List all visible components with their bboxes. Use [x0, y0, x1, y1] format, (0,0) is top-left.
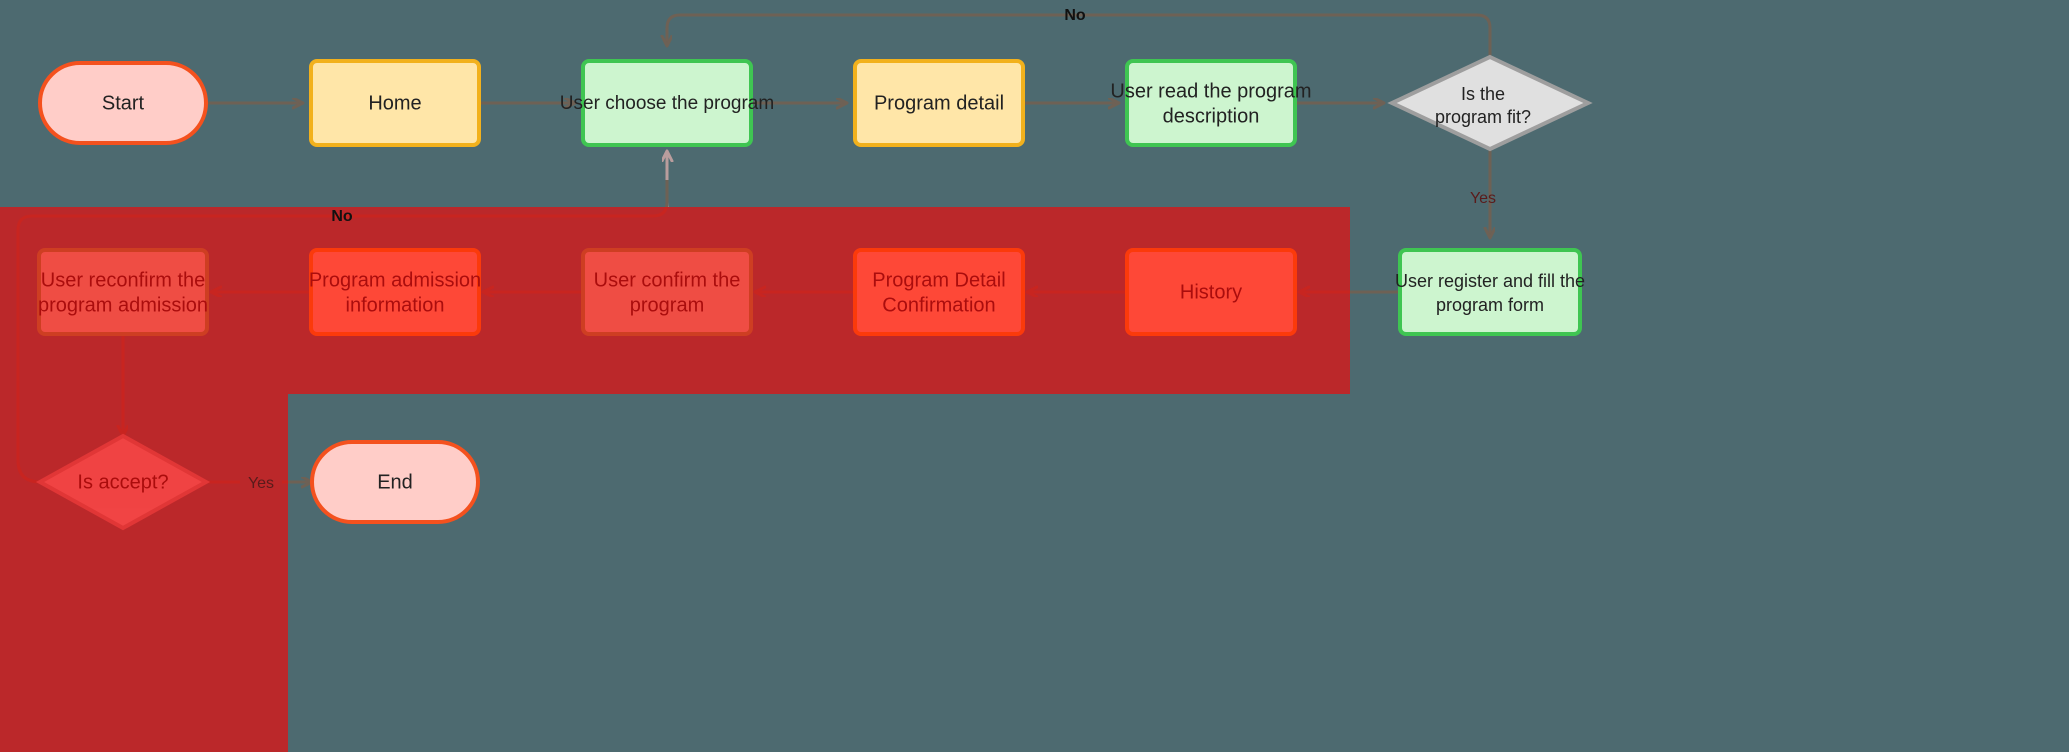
node-user-register-form-line2: program form: [1436, 295, 1544, 315]
edge-label-no-top: No: [1064, 7, 1086, 24]
edge-label-yes-fit: Yes: [1470, 190, 1496, 207]
red-band-upper: [0, 207, 1350, 394]
node-start-label: Start: [102, 92, 145, 114]
diamond-shape: [1387, 54, 1593, 152]
red-band-lower: [0, 394, 288, 752]
node-user-register-form[interactable]: User register and fill the program form: [1395, 248, 1585, 336]
node-end[interactable]: End: [310, 440, 480, 524]
node-is-program-fit-line1: Is the: [1461, 84, 1505, 104]
node-is-program-fit[interactable]: Is the program fit?: [1387, 54, 1593, 152]
node-home-label: Home: [368, 92, 421, 114]
edge-labels: No Yes No Yes: [248, 7, 1496, 492]
node-program-detail-label: Program detail: [874, 92, 1004, 114]
edge-label-no-accept: No: [331, 208, 353, 225]
red-highlight-overlay: [0, 207, 1350, 752]
node-user-choose-program-label: User choose the program: [560, 93, 774, 114]
node-user-choose-program[interactable]: User choose the program: [560, 59, 774, 147]
node-end-label: End: [377, 471, 413, 493]
node-user-register-form-line1: User register and fill the: [1395, 271, 1585, 291]
edge-fit-no-loop: [667, 13, 1492, 57]
node-program-detail[interactable]: Program detail: [853, 59, 1025, 147]
node-user-read-description-line2: description: [1163, 105, 1260, 127]
node-user-read-description[interactable]: User read the program description: [1110, 59, 1312, 147]
edge-label-yes-accept: Yes: [248, 475, 274, 492]
node-start[interactable]: Start: [38, 61, 208, 145]
node-user-read-description-line1: User read the program: [1110, 80, 1311, 102]
node-home[interactable]: Home: [309, 59, 481, 147]
node-is-program-fit-line2: program fit?: [1435, 107, 1531, 127]
